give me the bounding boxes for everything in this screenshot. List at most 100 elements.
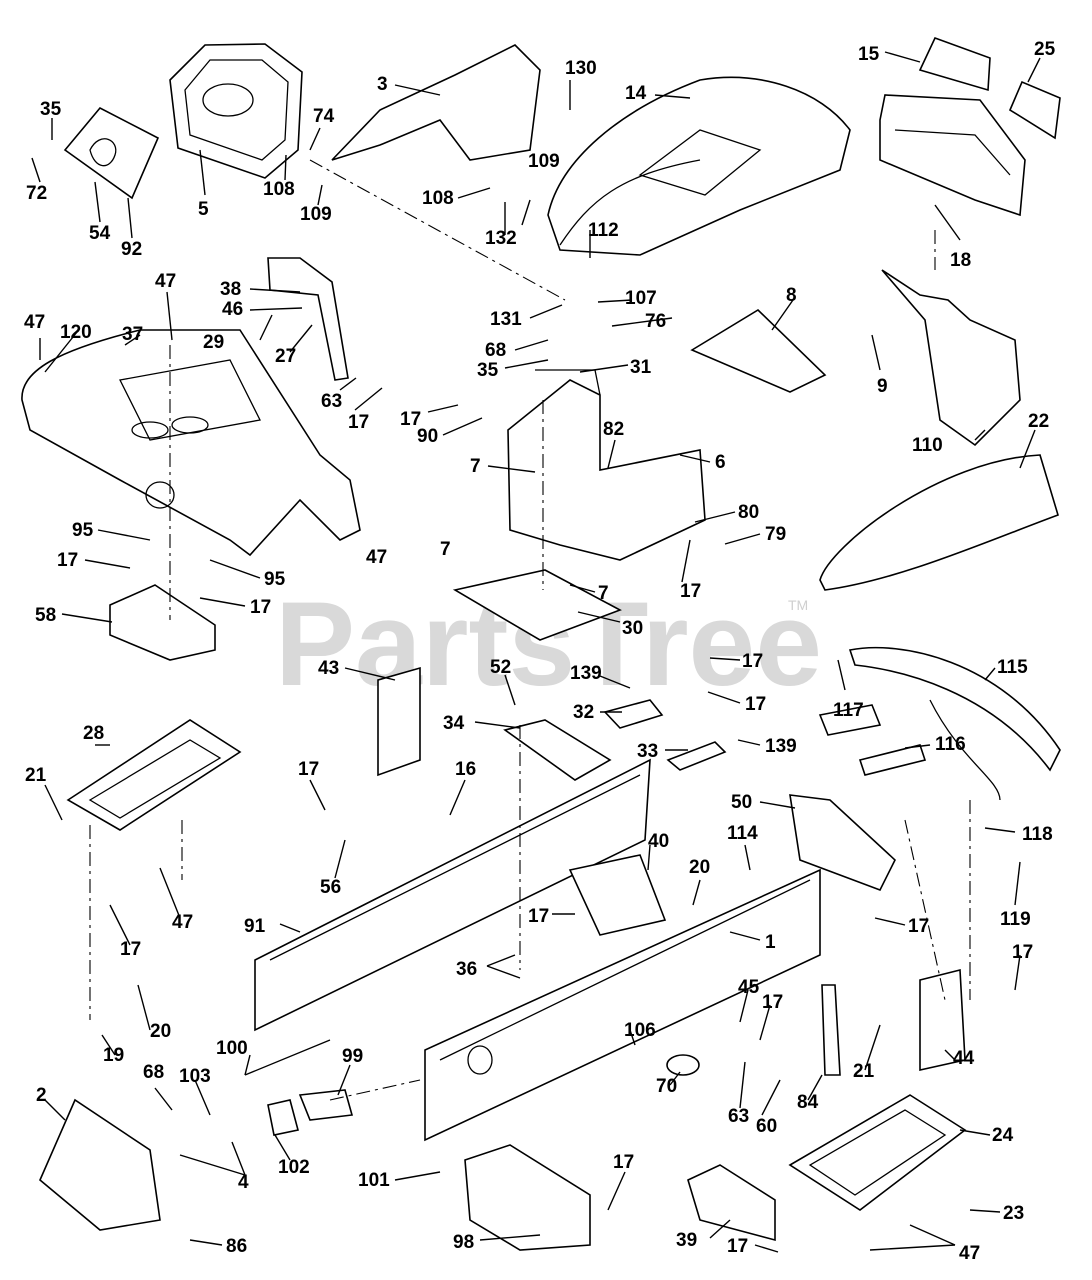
callout-label: 117 — [833, 700, 864, 721]
callout-label: 32 — [573, 702, 594, 723]
callout-label: 14 — [625, 83, 647, 104]
callout-label: 58 — [35, 605, 56, 626]
callout-label: 31 — [630, 357, 652, 378]
callout-label: 29 — [203, 332, 224, 353]
callout-label: 47 — [172, 912, 193, 933]
callout-label: 17 — [680, 581, 701, 602]
callout-label: 17 — [120, 939, 141, 960]
callout-label: 46 — [222, 299, 243, 320]
callout-label: 63 — [728, 1106, 749, 1127]
callout-label: 108 — [263, 179, 295, 200]
callout-label: 80 — [738, 502, 759, 523]
callout-label: 16 — [455, 759, 476, 780]
callout-label: 36 — [456, 959, 477, 980]
callout-label: 50 — [731, 792, 752, 813]
callout-label: 116 — [935, 734, 966, 755]
callout-label: 119 — [1000, 909, 1031, 930]
callout-label: 91 — [244, 916, 266, 937]
watermark-tm: TM — [788, 597, 808, 613]
callout-label: 82 — [603, 419, 624, 440]
callout-label: 47 — [366, 547, 387, 568]
callout-label: 112 — [588, 220, 619, 241]
callout-label: 7 — [470, 456, 481, 477]
callout-label: 92 — [121, 239, 142, 260]
callout-label: 102 — [278, 1157, 310, 1178]
callout-label: 47 — [155, 271, 176, 292]
callout-label: 95 — [72, 520, 94, 541]
callout-label: 8 — [786, 285, 797, 306]
callout-label: 107 — [625, 288, 657, 309]
callout-label: 17 — [908, 916, 929, 937]
callout-label: 15 — [858, 44, 880, 65]
callout-label: 19 — [103, 1045, 124, 1066]
callout-label: 43 — [318, 658, 339, 679]
callout-label: 17 — [613, 1152, 634, 1173]
callout-label: 139 — [570, 663, 602, 684]
callout-label: 35 — [477, 360, 499, 381]
callout-label: 52 — [490, 657, 511, 678]
callout-label: 98 — [453, 1232, 474, 1253]
callout-label: 17 — [1012, 942, 1033, 963]
callout-label: 5 — [198, 199, 209, 220]
callout-label: 106 — [624, 1020, 656, 1041]
callout-label: 44 — [953, 1048, 975, 1069]
callout-label: 17 — [742, 651, 763, 672]
callout-label: 20 — [689, 857, 710, 878]
callout-label: 70 — [656, 1076, 677, 1097]
callout-label: 3 — [377, 74, 388, 95]
callout-label: 74 — [313, 106, 335, 127]
callout-label: 34 — [443, 713, 465, 734]
callout-label: 21 — [853, 1061, 875, 1082]
callout-label: 28 — [83, 723, 104, 744]
callout-label: 110 — [912, 435, 943, 456]
callout-label: 99 — [342, 1046, 363, 1067]
callout-label: 118 — [1022, 824, 1053, 845]
callout-label: 38 — [220, 279, 241, 300]
callout-label: 109 — [300, 204, 332, 225]
callout-label: 17 — [57, 550, 78, 571]
callout-label: 17 — [762, 992, 783, 1013]
callout-label: 24 — [992, 1125, 1014, 1146]
callout-label: 56 — [320, 877, 341, 898]
leader-lines — [31, 51, 1041, 1253]
callout-label: 39 — [676, 1230, 697, 1251]
callout-label: 90 — [417, 426, 438, 447]
callout-label: 6 — [715, 452, 726, 473]
callout-label: 114 — [727, 823, 758, 844]
callout-label: 25 — [1034, 39, 1056, 60]
callout-label: 4 — [238, 1172, 249, 1193]
callout-label: 17 — [250, 597, 271, 618]
callout-label: 47 — [24, 312, 45, 333]
callout-label: 21 — [25, 765, 47, 786]
callout-label: 17 — [745, 694, 766, 715]
callout-label: 72 — [26, 183, 47, 204]
callout-labels: 3 130 14 15 25 35 72 54 92 5 74 108 109 … — [24, 39, 1056, 1264]
callout-label: 17 — [528, 906, 549, 927]
callout-label: 63 — [321, 391, 342, 412]
callout-label: 100 — [216, 1038, 248, 1059]
callout-label: 45 — [738, 977, 760, 998]
callout-label: 120 — [60, 322, 92, 343]
callout-label: 30 — [622, 618, 643, 639]
callout-label: 47 — [959, 1243, 980, 1264]
assembly-lines — [89, 159, 971, 1101]
callout-label: 17 — [400, 409, 421, 430]
callout-label: 130 — [565, 58, 597, 79]
callout-label: 33 — [637, 741, 658, 762]
callout-label: 20 — [150, 1021, 171, 1042]
callout-label: 23 — [1003, 1203, 1024, 1224]
callout-label: 131 — [490, 309, 522, 330]
callout-label: 86 — [226, 1236, 247, 1257]
callout-label: 17 — [348, 412, 369, 433]
callout-label: 27 — [275, 346, 296, 367]
callout-label: 109 — [528, 151, 560, 172]
callout-label: 7 — [440, 539, 451, 560]
callout-label: 132 — [485, 228, 517, 249]
callout-label: 1 — [765, 932, 776, 953]
part-shapes — [21, 36, 1061, 1251]
callout-label: 17 — [727, 1236, 748, 1257]
callout-label: 84 — [797, 1092, 819, 1113]
callout-label: 54 — [89, 223, 111, 244]
callout-label: 37 — [122, 324, 143, 345]
callout-label: 40 — [648, 831, 669, 852]
